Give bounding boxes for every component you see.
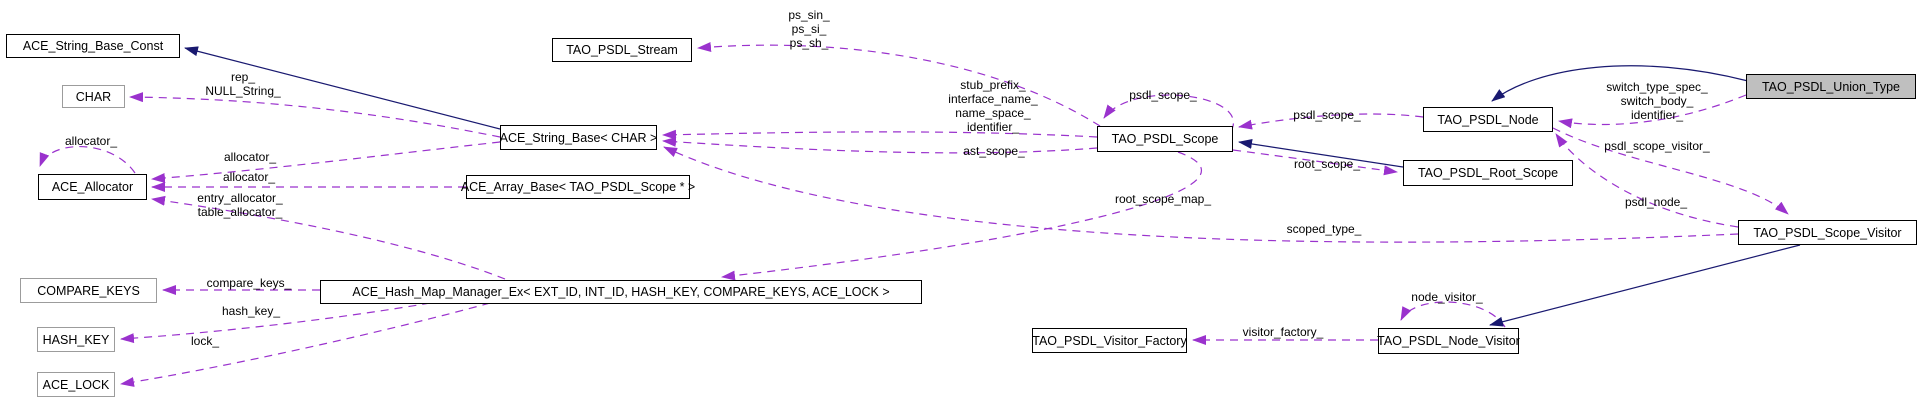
- edge-label-root-scope: root_scope_: [1294, 157, 1360, 171]
- edge-label-line: NULL_String_: [205, 84, 281, 98]
- edge-usage-root-scope-map: [721, 151, 1202, 281]
- edge-label-line: psdl_scope_visitor_: [1604, 139, 1710, 153]
- edge-label-psdl-scope: psdl_scope_: [1293, 108, 1360, 122]
- edge-label-line: ps_si_: [791, 22, 827, 36]
- edge-label-psdl-scope-self: psdl_scope_: [1129, 88, 1196, 102]
- edge-label-lock: lock_: [191, 334, 219, 348]
- class-box-hash-key: HASH_KEY: [37, 327, 115, 352]
- edge-label-line: visitor_factory_: [1242, 325, 1324, 339]
- edge-label-visitor-factory: visitor_factory_: [1243, 325, 1324, 339]
- edge-label-hash-key: hash_key_: [222, 304, 280, 318]
- class-box-ace-string-base[interactable]: ACE_String_Base< CHAR >: [500, 125, 657, 150]
- edge-usage-switch-bundle: [1558, 94, 1747, 129]
- edge-label-line: rep_: [230, 70, 256, 84]
- class-box-tao-psdl-scope[interactable]: TAO_PSDL_Scope: [1097, 126, 1233, 152]
- class-box-ace-string-base-const[interactable]: ACE_String_Base_Const: [6, 34, 180, 58]
- edge-label-line: switch_body_: [1620, 94, 1694, 108]
- edge-label-line: ps_sin_: [788, 8, 830, 22]
- edge-label-ast-scope: ast_scope_: [963, 144, 1024, 158]
- edge-label-line: stub_prefix_: [960, 78, 1026, 92]
- edge-label-node-visitor: node_visitor_: [1411, 290, 1482, 304]
- edge-label-line: compare_keys_: [206, 276, 292, 290]
- edge-usage-node-visitor: [1400, 301, 1506, 328]
- edge-label-line: allocator_: [222, 170, 276, 184]
- class-box-tao-psdl-stream[interactable]: TAO_PSDL_Stream: [552, 38, 692, 62]
- class-box-tao-psdl-scope-visitor[interactable]: TAO_PSDL_Scope_Visitor: [1738, 220, 1917, 245]
- edge-label-psdl-node: psdl_node_: [1625, 195, 1687, 209]
- edge-label-line: scoped_type_: [1286, 222, 1362, 236]
- edge-label-ps-bundle: ps_sin_ps_si_ps_sh_: [788, 8, 829, 50]
- edge-label-line: identifier_: [966, 120, 1020, 134]
- class-box-tao-psdl-node-visitor[interactable]: TAO_PSDL_Node_Visitor: [1377, 328, 1520, 354]
- class-box-ace-allocator[interactable]: ACE_Allocator: [38, 174, 147, 200]
- edge-label-line: ps_sh_: [789, 36, 829, 50]
- class-box-tao-psdl-root-scope[interactable]: TAO_PSDL_Root_Scope: [1403, 160, 1573, 186]
- edge-label-switch-bundle: switch_type_spec_switch_body_identifier_: [1606, 80, 1707, 122]
- edge-label-line: psdl_scope_: [1293, 108, 1361, 122]
- edge-label-line: node_visitor_: [1411, 290, 1483, 304]
- edge-label-allocator-array-base: allocator_: [223, 170, 275, 184]
- edge-label-line: switch_type_spec_: [1606, 80, 1708, 94]
- edge-usage-psdl-scope: [1238, 113, 1424, 130]
- edge-usage-entry-table: [151, 195, 506, 280]
- class-box-ace-array-base[interactable]: ACE_Array_Base< TAO_PSDL_Scope * >: [461, 175, 695, 199]
- edge-inherit-stringbase-const: [184, 46, 501, 130]
- edge-usage-root-scope: [1232, 149, 1398, 176]
- class-box-char: CHAR: [62, 85, 125, 108]
- class-box-compare-keys: COMPARE_KEYS: [20, 278, 157, 303]
- edge-label-entry-table-allocator: entry_allocator_table_allocator_: [197, 191, 282, 219]
- edge-label-line: psdl_node_: [1624, 195, 1688, 209]
- edge-label-line: name_space_: [955, 106, 1031, 120]
- edge-label-line: root_scope_: [1293, 157, 1361, 171]
- edge-label-stub-bundle: stub_prefix_interface_name_name_space_id…: [948, 78, 1037, 134]
- class-box-ace-hash-map[interactable]: ACE_Hash_Map_Manager_Ex< EXT_ID, INT_ID,…: [320, 280, 922, 304]
- edge-usage-rep: [129, 92, 501, 138]
- edge-usage-ps-stream: [697, 41, 1101, 127]
- edge-usage-hash-key: [120, 302, 431, 344]
- edge-label-line: identifier_: [1630, 108, 1684, 122]
- class-box-tao-psdl-visitor-factory[interactable]: TAO_PSDL_Visitor_Factory: [1032, 328, 1187, 353]
- edge-label-line: allocator_: [64, 134, 118, 148]
- edge-label-allocator-string-base: allocator_: [224, 150, 276, 164]
- edge-usage-allocator-self: [39, 146, 136, 174]
- edge-label-line: root_scope_map_: [1114, 192, 1212, 206]
- edge-label-rep-null-string: rep_NULL_String_: [205, 70, 280, 98]
- class-box-tao-psdl-node[interactable]: TAO_PSDL_Node: [1423, 107, 1553, 132]
- edge-label-scoped-type: scoped_type_: [1287, 222, 1362, 236]
- edge-usage-lock: [120, 302, 491, 387]
- edge-label-allocator-self: allocator_: [65, 134, 117, 148]
- edge-label-line: interface_name_: [948, 92, 1038, 106]
- class-box-tao-psdl-union-type: TAO_PSDL_Union_Type: [1746, 74, 1916, 99]
- edge-inherit-scopevisitor-nodevisitor: [1489, 244, 1801, 327]
- edge-label-line: allocator_: [223, 150, 277, 164]
- edge-label-line: lock_: [190, 334, 220, 348]
- edge-usage-psdl-node: [1555, 133, 1739, 228]
- edge-label-line: entry_allocator_: [197, 191, 283, 205]
- edge-label-line: ast_scope_: [963, 144, 1025, 158]
- edge-inherit-union-node: [1491, 65, 1749, 102]
- edge-usage-stub-bundle: [662, 129, 1098, 140]
- edge-label-root-scope-map: root_scope_map_: [1115, 192, 1211, 206]
- edge-label-line: psdl_scope_: [1129, 88, 1197, 102]
- edge-inherit-rootscope-scope: [1238, 139, 1404, 168]
- edge-label-compare-keys: compare_keys_: [207, 276, 292, 290]
- edge-label-line: table_allocator_: [197, 205, 283, 219]
- edge-usage-allocator-stringbase: [151, 141, 501, 183]
- edge-label-line: hash_key_: [221, 304, 281, 318]
- class-box-ace-lock: ACE_LOCK: [37, 372, 115, 397]
- edge-usage-ast-scope: [662, 136, 1098, 154]
- edge-label-psdl-scope-visitor: psdl_scope_visitor_: [1604, 139, 1709, 153]
- edge-usage-psdl-scope-visitor: [1552, 127, 1789, 215]
